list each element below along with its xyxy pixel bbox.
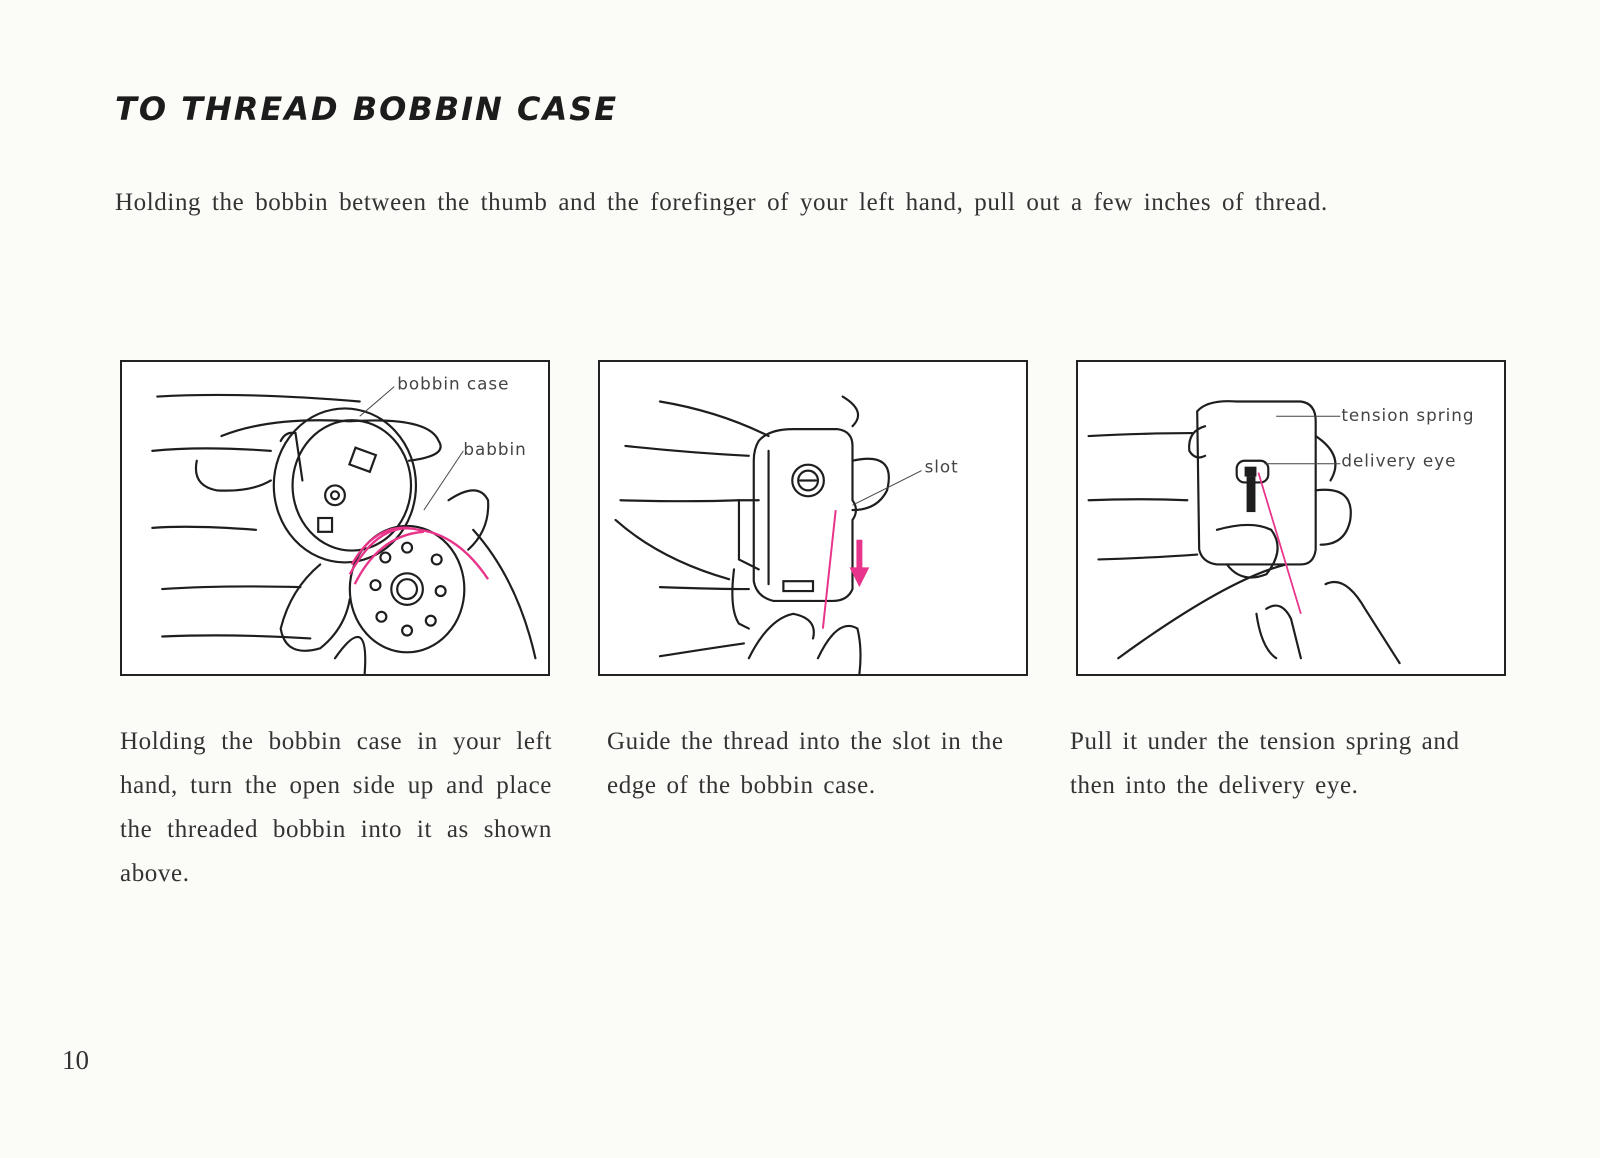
caption-step-1: Holding the bobbin case in your left han… bbox=[120, 728, 552, 887]
illustration-bobbin-into-case: bobbin case babbin bbox=[120, 360, 550, 676]
label-bobbin: babbin bbox=[463, 439, 526, 459]
illustration-delivery-eye: tension spring delivery eye bbox=[1076, 360, 1506, 676]
illustration-thread-slot: slot bbox=[598, 360, 1028, 676]
slot-drawing: slot bbox=[614, 395, 959, 674]
page-title: TO THREAD BOBBIN CASE bbox=[115, 90, 619, 128]
bobbin-case-drawing: bobbin case babbin bbox=[151, 374, 537, 674]
caption-step-3: Pull it under the tension spring and the… bbox=[1070, 728, 1460, 799]
label-tension-spring: tension spring bbox=[1341, 405, 1474, 425]
label-bobbin-case: bobbin case bbox=[397, 374, 509, 394]
label-delivery-eye: delivery eye bbox=[1341, 451, 1456, 471]
delivery-eye-drawing: tension spring delivery eye bbox=[1087, 400, 1474, 665]
page-number: 10 bbox=[62, 1045, 89, 1075]
intro-paragraph: Holding the bobbin between the thumb and… bbox=[115, 189, 1328, 216]
label-slot: slot bbox=[925, 457, 959, 477]
caption-step-2: Guide the thread into the slot in the ed… bbox=[607, 728, 1004, 799]
